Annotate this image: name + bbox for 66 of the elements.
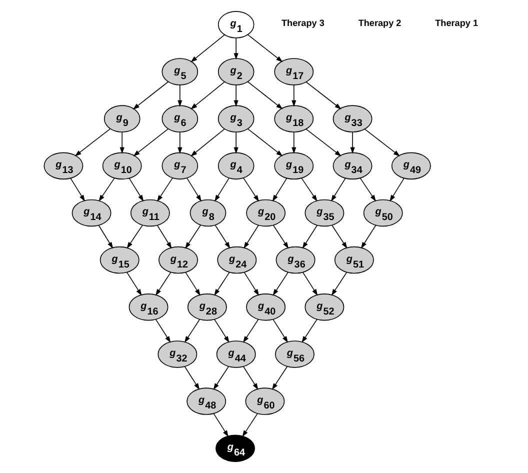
arrow	[272, 224, 288, 249]
arrow	[271, 366, 288, 390]
arrow	[330, 178, 346, 202]
arrow	[243, 224, 258, 249]
arrow	[359, 178, 376, 202]
arrow	[291, 132, 296, 154]
arrow	[360, 224, 376, 249]
arrow	[156, 178, 172, 202]
arrow	[302, 272, 318, 296]
arrow	[156, 224, 172, 249]
arrow	[190, 128, 224, 156]
arrow	[154, 319, 170, 343]
arrow	[190, 82, 224, 110]
arrow	[98, 178, 114, 202]
arrow	[119, 132, 124, 154]
arrow	[214, 224, 230, 249]
arrow	[126, 224, 142, 249]
arrow	[272, 272, 288, 296]
arrow	[212, 413, 228, 437]
arrow	[246, 128, 282, 156]
label: Therapy 2	[358, 18, 401, 28]
arrow	[132, 128, 168, 156]
arrow	[242, 366, 258, 390]
arrow	[184, 272, 200, 296]
arrow	[233, 37, 238, 60]
arrow	[350, 132, 354, 154]
label: Therapy 1	[434, 18, 478, 28]
arrow	[184, 224, 201, 249]
arrow	[214, 178, 229, 202]
arrow	[212, 366, 228, 390]
arrow	[98, 224, 113, 249]
arrow	[291, 84, 296, 107]
arrow	[300, 178, 317, 202]
arrow	[305, 82, 341, 110]
arrow	[243, 272, 259, 296]
arrow	[214, 319, 229, 343]
arrow	[177, 84, 182, 107]
label: Therapy 3	[281, 18, 324, 28]
arrow	[302, 224, 318, 249]
arrow	[272, 319, 288, 343]
arrow	[301, 319, 317, 343]
arrow	[242, 413, 258, 437]
arrow	[233, 84, 238, 107]
arrow	[331, 224, 347, 249]
arrow	[305, 128, 341, 156]
arrow	[74, 128, 110, 156]
arrow	[184, 319, 200, 343]
arrow	[330, 272, 347, 296]
arrow	[364, 128, 400, 156]
arrow	[177, 132, 182, 154]
arrow	[154, 272, 171, 296]
arrow	[246, 81, 282, 110]
arrow	[246, 34, 282, 62]
arrow	[186, 178, 201, 202]
arrow	[272, 178, 287, 202]
arrow	[214, 272, 230, 296]
arrow	[190, 34, 224, 62]
arrow	[242, 178, 259, 202]
arrow	[389, 178, 404, 202]
arrow	[132, 81, 168, 110]
arrow	[233, 132, 238, 154]
arrow	[70, 178, 85, 202]
arrow	[126, 272, 142, 296]
arrow	[128, 178, 144, 202]
arrow	[242, 319, 258, 343]
arrow	[184, 366, 200, 390]
